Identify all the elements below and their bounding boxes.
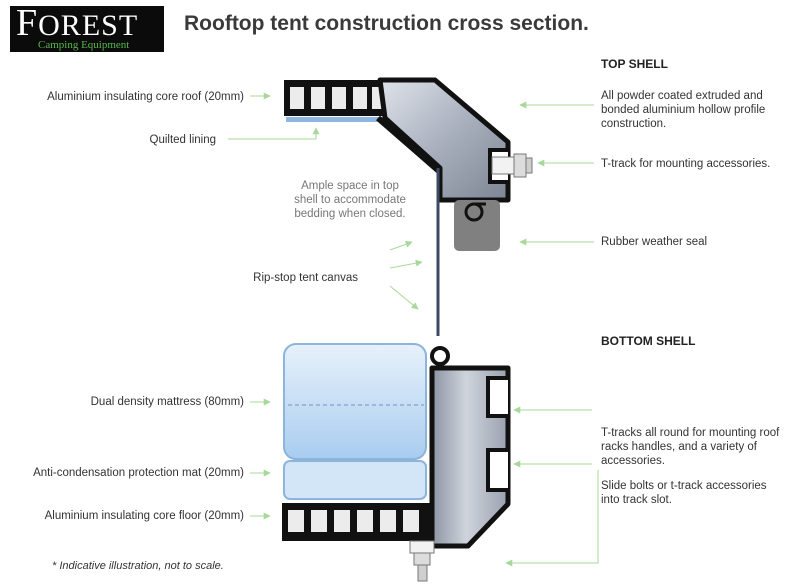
logo-wordmark: FOREST [16,4,138,42]
label-t-tracks-all-round: T-tracks all round for mounting roof rac… [601,427,780,467]
label-slide-bolts: Slide bolts or t-track accessories into … [601,480,767,506]
label-rubber-seal: Rubber weather seal [601,236,708,248]
label-anti-condensation: Anti-condensation protection mat (20mm) [33,467,244,479]
bottom-t-track-slot-1 [486,376,508,418]
top-shell-heading: TOP SHELL [601,57,668,71]
label-ample-space: Ample space in top shell to accommodate … [294,180,406,220]
anti-condensation-mat [283,460,427,500]
top-shell [284,77,533,251]
canvas-bead [430,346,450,366]
quilted-lining [286,117,382,122]
label-rip-stop-canvas: Rip-stop tent canvas [253,272,358,284]
page-title: Rooftop tent construction cross section. [184,12,589,35]
label-t-track: T-track for mounting accessories. [601,158,771,170]
footnote: * Indicative illustration, not to scale. [52,560,224,572]
top-bolt [491,153,533,178]
bottom-shell-heading: BOTTOM SHELL [601,334,696,348]
leader-arrows [228,92,599,567]
label-mattress: Dual density mattress (80mm) [90,396,244,408]
floor-core-cells [288,510,419,532]
label-powder-coated: All powder coated extruded and bonded al… [601,90,766,130]
bottom-t-track-slot-2 [486,448,508,492]
label-roof-core: Aluminium insulating core roof (20mm) [47,91,244,103]
forest-logo: FOREST Camping Equipment [10,4,164,52]
rubber-weather-seal [454,200,500,251]
logo-rest: OREST [38,9,139,42]
label-floor-core: Aluminium insulating core floor (20mm) [44,510,244,522]
logo-tagline: Camping Equipment [38,39,130,51]
logo-initial: F [16,2,39,44]
bottom-shell [282,343,511,582]
floor-bolt [409,540,435,582]
mattress-upper [283,343,427,460]
label-quilted-lining: Quilted lining [149,134,216,146]
